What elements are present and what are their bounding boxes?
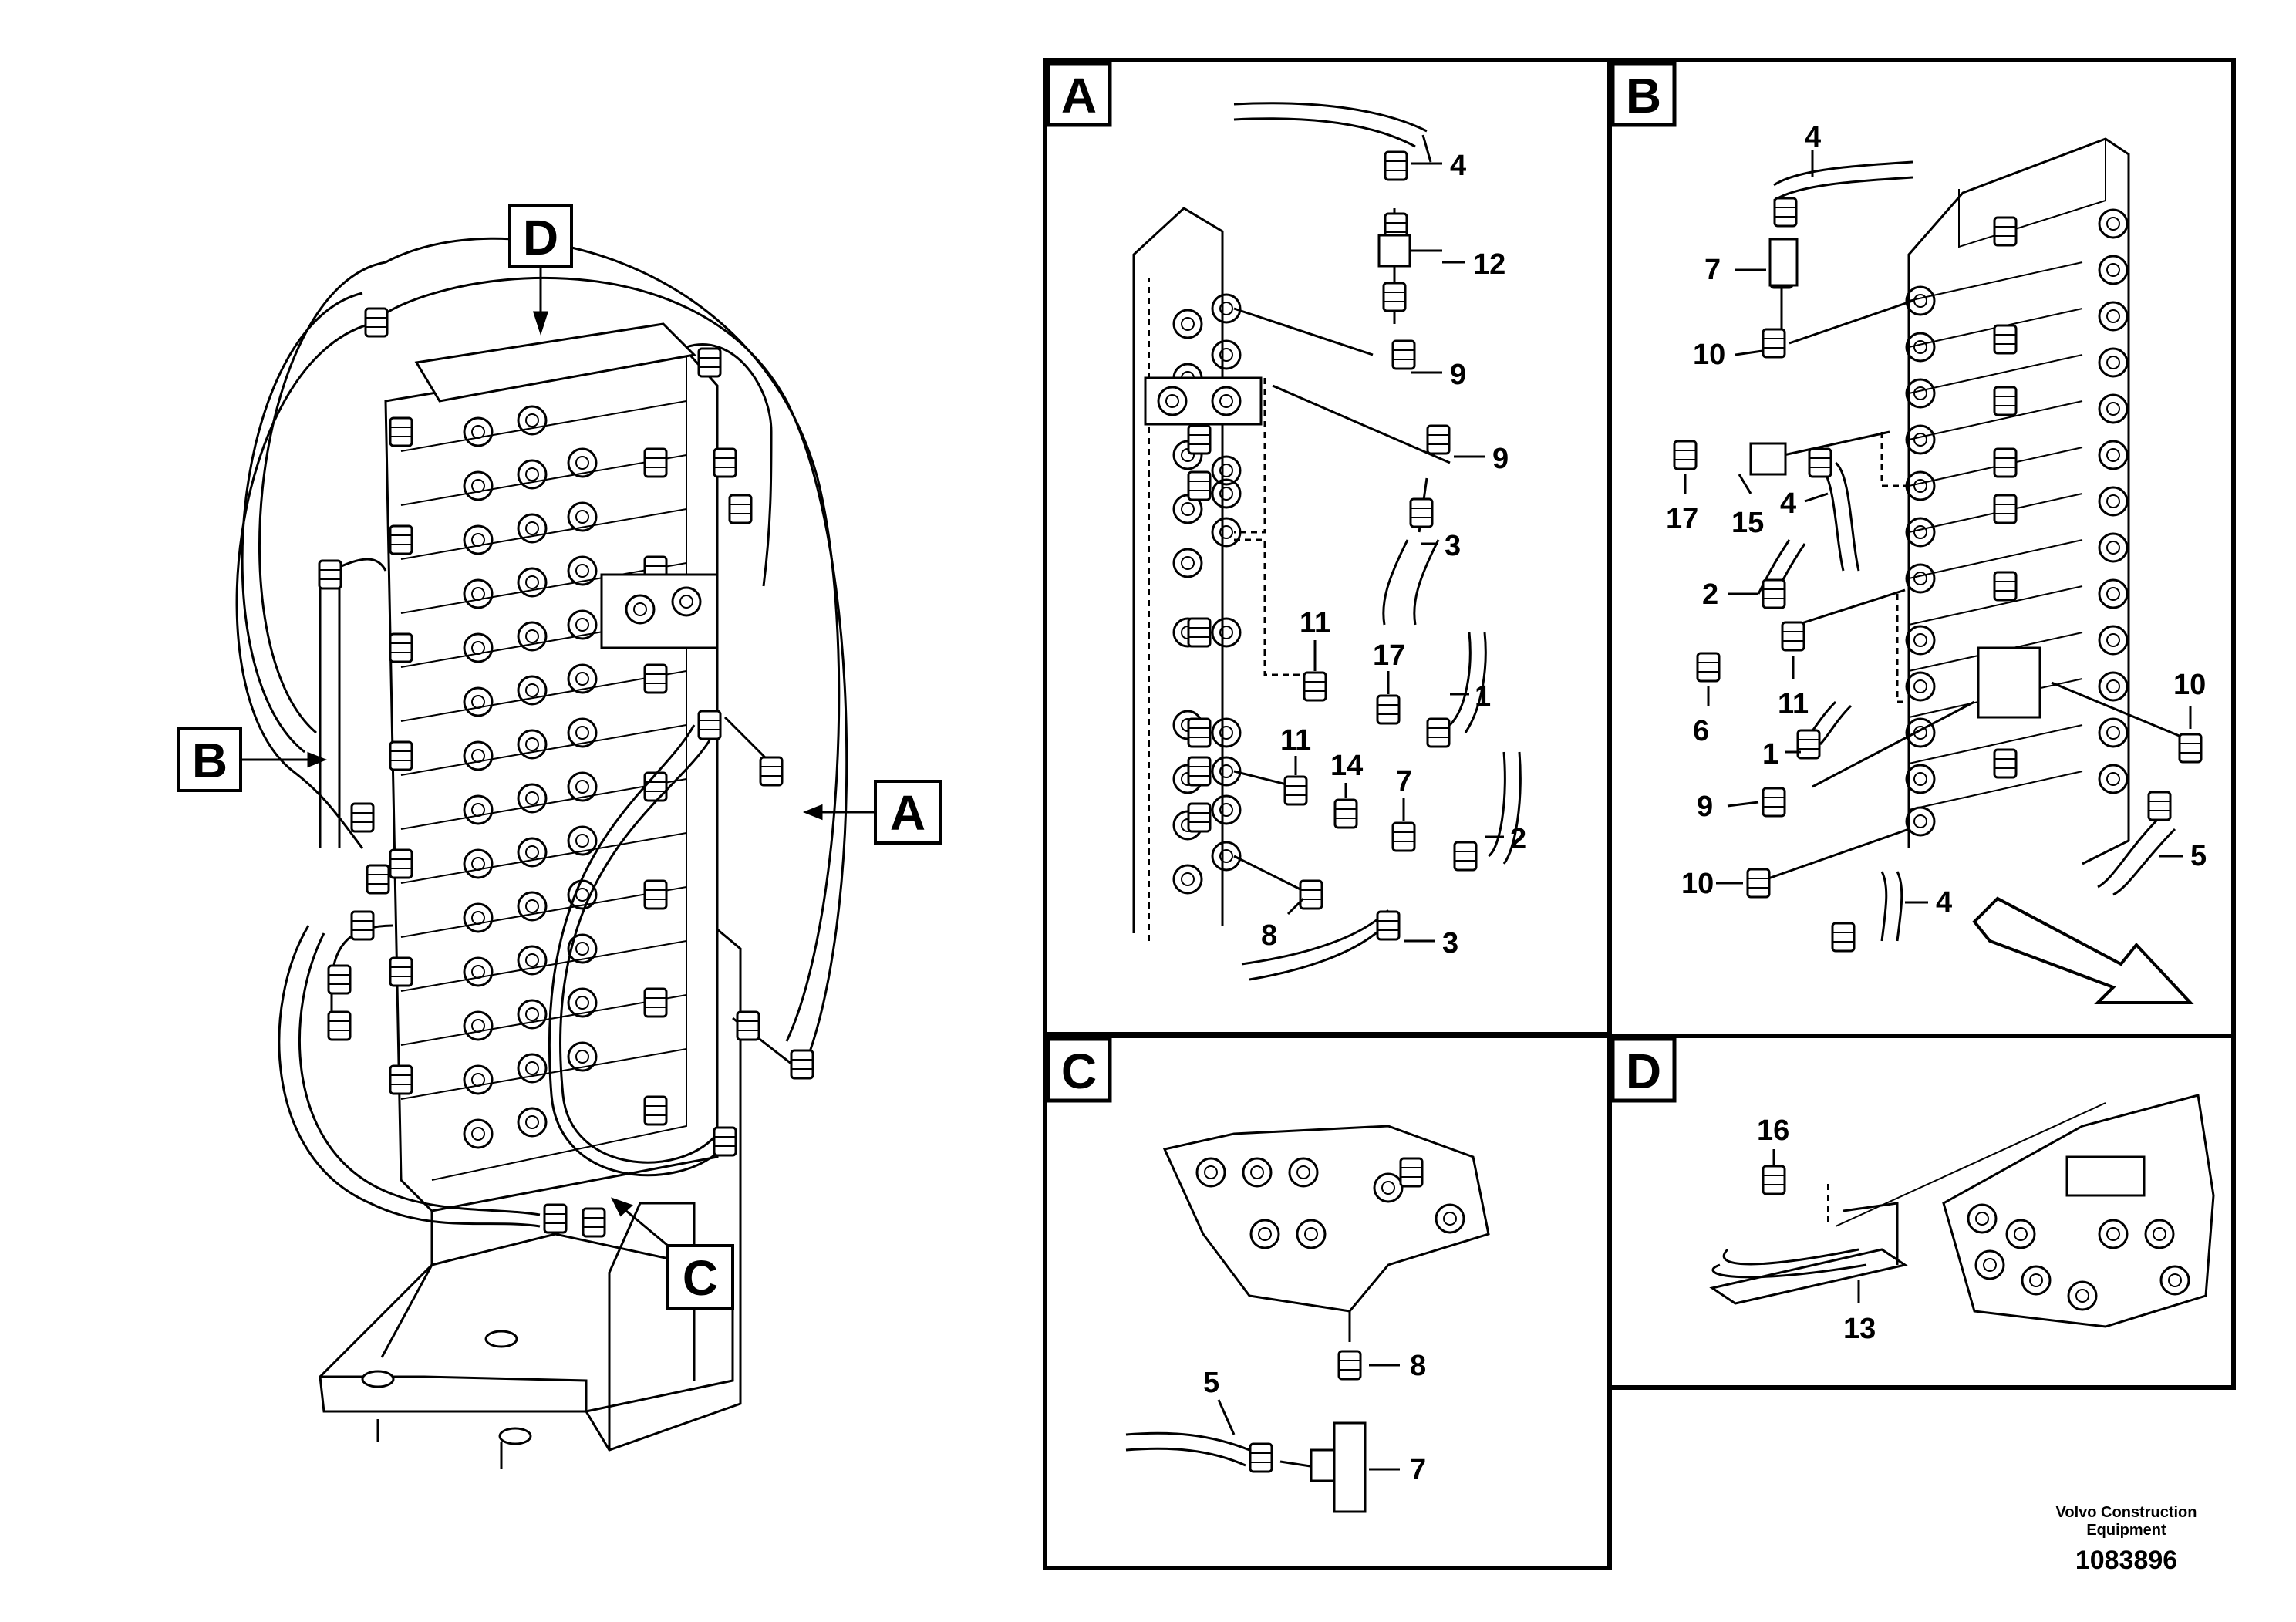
panel-c-label-5: 5 bbox=[1203, 1367, 1219, 1399]
panel-b-label-10-right: 10 bbox=[2173, 669, 2206, 701]
callout-c: C bbox=[666, 1244, 734, 1310]
panel-b-label-11: 11 bbox=[1778, 688, 1809, 720]
panel-b-label-5: 5 bbox=[2190, 840, 2207, 872]
panel-b-label-7: 7 bbox=[1704, 254, 1721, 286]
callout-b-label: B bbox=[192, 733, 228, 788]
panel-a-label-1: 1 bbox=[1475, 680, 1491, 713]
panel-a-label-9-upper: 9 bbox=[1450, 359, 1466, 391]
panel-b-label-4-top: 4 bbox=[1805, 121, 1821, 153]
panel-a-label-7: 7 bbox=[1396, 765, 1412, 798]
callout-a: A bbox=[874, 780, 942, 845]
panel-b-label-6: 6 bbox=[1693, 715, 1709, 747]
panel-a-label-9-lower: 9 bbox=[1492, 443, 1509, 475]
panel-d-label-13: 13 bbox=[1843, 1313, 1876, 1345]
panel-d: D 16 13 bbox=[1610, 1037, 2215, 1345]
callout-b: B bbox=[177, 727, 242, 792]
overview-valve-assembly: D B A C bbox=[177, 204, 942, 1469]
panel-b-title: B bbox=[1626, 68, 1661, 123]
brand-name: Volvo Construction Equipment bbox=[2055, 1504, 2197, 1539]
panel-a-label-11-lower: 11 bbox=[1280, 724, 1311, 757]
panel-b-label-17: 17 bbox=[1666, 503, 1698, 535]
panel-c: C 5 8 7 bbox=[1046, 1037, 1490, 1513]
panel-c-label-8: 8 bbox=[1410, 1350, 1426, 1382]
panel-a-label-8: 8 bbox=[1261, 919, 1277, 952]
callout-a-label: A bbox=[890, 785, 925, 841]
panel-d-title: D bbox=[1626, 1044, 1661, 1099]
panel-c-label-7: 7 bbox=[1410, 1454, 1426, 1486]
callout-d: D bbox=[508, 204, 573, 268]
panel-b-label-4-bottom: 4 bbox=[1936, 886, 1952, 919]
callout-d-label: D bbox=[523, 210, 558, 265]
panel-b-label-2: 2 bbox=[1702, 578, 1718, 611]
panel-b-label-1: 1 bbox=[1762, 738, 1778, 771]
panel-a: A bbox=[1046, 61, 1526, 981]
panel-b-label-10-lower: 10 bbox=[1681, 868, 1714, 900]
panel-a-label-3-upper: 3 bbox=[1445, 530, 1461, 562]
footer: Volvo Construction Equipment 1083896 bbox=[2041, 1504, 2211, 1576]
detail-frame bbox=[1043, 58, 2236, 1570]
document-number: 1083896 bbox=[2075, 1546, 2178, 1575]
panel-c-title: C bbox=[1061, 1044, 1097, 1099]
panel-a-label-11-upper: 11 bbox=[1300, 607, 1330, 639]
panel-a-label-4: 4 bbox=[1450, 150, 1466, 182]
panel-a-label-17: 17 bbox=[1373, 639, 1405, 672]
panel-a-label-14: 14 bbox=[1330, 750, 1363, 782]
panel-b-label-9: 9 bbox=[1697, 791, 1713, 823]
panel-b-label-4-mid: 4 bbox=[1780, 487, 1796, 520]
panel-a-label-12: 12 bbox=[1473, 248, 1505, 281]
panel-b: B bbox=[1610, 61, 2207, 1004]
panel-a-label-3-lower: 3 bbox=[1442, 927, 1458, 959]
panel-a-title: A bbox=[1061, 68, 1097, 123]
panel-b-label-10-upper: 10 bbox=[1693, 339, 1725, 371]
callout-c-label: C bbox=[683, 1250, 718, 1306]
panel-b-label-15: 15 bbox=[1731, 507, 1764, 539]
panel-d-label-16: 16 bbox=[1757, 1114, 1789, 1147]
panel-a-label-2: 2 bbox=[1510, 823, 1526, 855]
